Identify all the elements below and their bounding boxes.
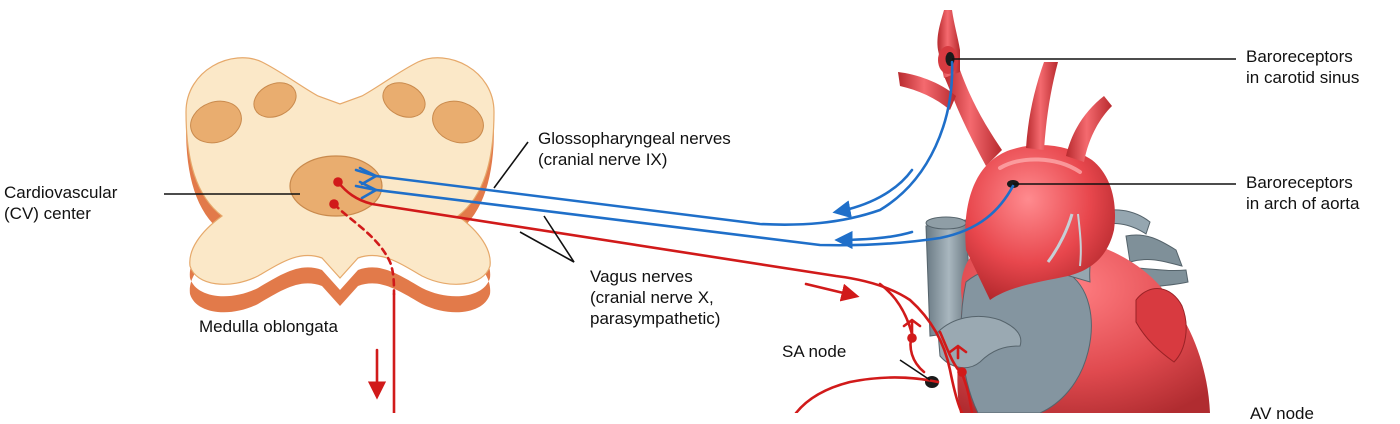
subclavian-artery bbox=[898, 72, 956, 110]
cv-center-label-line1: Cardiovascular bbox=[4, 183, 118, 202]
aorta-highlight bbox=[998, 157, 1082, 174]
nerve-ganglion bbox=[957, 367, 967, 377]
nerve-ganglion bbox=[907, 333, 917, 343]
glossopharyngeal-arrow bbox=[832, 168, 914, 219]
vagus-sensory-arrow bbox=[834, 230, 914, 250]
sa-node-label: SA node bbox=[782, 342, 847, 361]
vagus-motor-arrow bbox=[804, 282, 860, 302]
left-subclavian-artery bbox=[1066, 96, 1112, 162]
baro-carotid-label-line1: Baroreceptors bbox=[1246, 47, 1353, 66]
cv-center-label: Cardiovascular (CV) center bbox=[4, 182, 117, 224]
glossopharyngeal-leader bbox=[493, 141, 529, 189]
gray-matter-lobe bbox=[190, 100, 242, 144]
sympathetic-neuron bbox=[329, 199, 339, 209]
vagus-leader bbox=[519, 215, 575, 263]
glossopharyngeal-label: Glossopharyngeal nerves (cranial nerve I… bbox=[538, 128, 731, 170]
vagus-label-line1: Vagus nerves bbox=[590, 267, 693, 286]
left-common-carotid bbox=[1026, 62, 1058, 150]
vagus-motor-branch bbox=[878, 282, 914, 336]
av-node-label: AV node bbox=[1250, 404, 1314, 423]
sa-node-leader bbox=[899, 359, 931, 381]
heart bbox=[898, 10, 1210, 413]
vagus-motor-neuron bbox=[333, 177, 343, 187]
vagus-motor-branch bbox=[794, 376, 940, 413]
leader-lines bbox=[164, 58, 1236, 381]
brachiocephalic-trunk bbox=[944, 70, 1002, 166]
medulla-label: Medulla oblongata bbox=[199, 317, 338, 336]
baro-aortic-label-line1: Baroreceptors bbox=[1246, 173, 1353, 192]
vagus-motor-branch bbox=[960, 372, 974, 413]
cv-center-label-line2: (CV) center bbox=[4, 204, 91, 223]
baro-carotid-label-line2: in carotid sinus bbox=[1246, 68, 1360, 87]
baro-carotid-label: Baroreceptors in carotid sinus bbox=[1246, 46, 1359, 88]
synaptic-terminal bbox=[902, 318, 922, 336]
sensory-nerves bbox=[354, 60, 1015, 250]
left-auricle bbox=[1135, 288, 1187, 363]
vagus-motor-nerve bbox=[336, 180, 964, 413]
vena-cava-opening bbox=[925, 216, 967, 230]
synaptic-terminal bbox=[948, 344, 968, 360]
ligamentum-arteriosum bbox=[1046, 213, 1074, 263]
glossopharyngeal-label-line2: (cranial nerve IX) bbox=[538, 150, 668, 169]
gray-matter-lobe bbox=[432, 100, 484, 144]
glossopharyngeal-label-line1: Glossopharyngeal nerves bbox=[538, 129, 731, 148]
baro-aortic-label-line2: in arch of aorta bbox=[1246, 194, 1360, 213]
glossopharyngeal-terminal bbox=[358, 166, 378, 186]
gray-matter-lobe bbox=[253, 82, 297, 118]
vagus-label: Vagus nerves (cranial nerve X, parasympa… bbox=[590, 266, 720, 329]
glossopharyngeal-nerve bbox=[354, 60, 954, 226]
ligamentum-arteriosum bbox=[1077, 213, 1082, 267]
vagus-label-line2: (cranial nerve X, bbox=[590, 288, 714, 307]
baro-aortic-label: Baroreceptors in arch of aorta bbox=[1246, 172, 1359, 214]
vagus-sensory-terminal bbox=[358, 180, 378, 200]
pulmonary-veins bbox=[1125, 234, 1183, 267]
sympathetic-pathway-dashed bbox=[332, 202, 396, 296]
baroreceptor-reflex-diagram: Cardiovascular (CV) center Medulla oblon… bbox=[4, 10, 1359, 423]
vagus-label-line3: parasympathetic) bbox=[590, 309, 721, 328]
diagram-canvas bbox=[164, 10, 1236, 413]
gray-matter-lobe bbox=[382, 82, 426, 118]
